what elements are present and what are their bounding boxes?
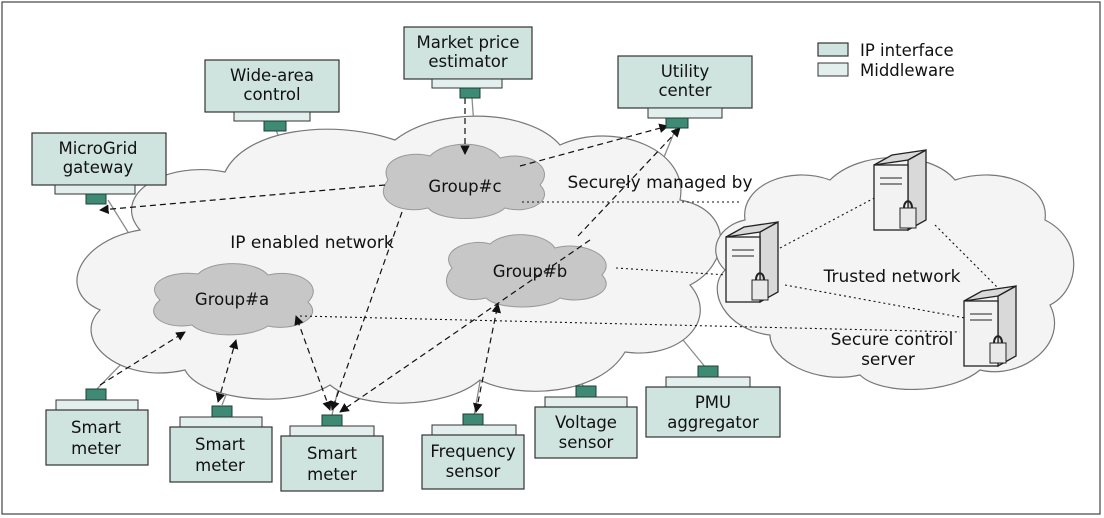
smart3-label-1: Smart <box>307 444 357 463</box>
pmu-label-1: PMU <box>695 393 731 412</box>
microgrid-gateway-node: MicroGrid gateway <box>31 132 167 205</box>
group-b-label: Group#b <box>493 262 568 281</box>
utility-center-node: Utility center <box>617 55 753 129</box>
frequency-label-1: Frequency <box>430 442 515 461</box>
voltage-label-2: sensor <box>559 433 614 452</box>
smart1-label-1: Smart <box>71 418 121 437</box>
wide-area-control-node: Wide-area control <box>204 59 340 132</box>
ip-network-label: IP enabled network <box>230 233 394 253</box>
legend: IP interface Middleware <box>817 41 955 80</box>
smart-meter-3-node: Smart meter <box>280 414 384 492</box>
voltage-sensor-node: Voltage sensor <box>534 385 638 459</box>
widearea-label-2: control <box>243 85 300 104</box>
microgrid-label-1: MicroGrid <box>58 139 137 158</box>
group-a-label: Group#a <box>195 290 269 309</box>
server-icon-left <box>725 220 779 304</box>
smart-meter-1-node: Smart meter <box>45 388 149 466</box>
legend-ip-label: IP interface <box>860 41 954 60</box>
server-icon-bottom <box>963 284 1017 368</box>
dashed-arrows <box>99 98 681 413</box>
trusted-network-label: Trusted network <box>823 267 961 287</box>
legend-middleware-swatch <box>817 62 849 77</box>
utility-label-2: center <box>658 81 711 100</box>
utility-label-1: Utility <box>661 62 710 81</box>
smart3-label-2: meter <box>307 465 357 484</box>
legend-middleware-label: Middleware <box>860 61 955 80</box>
server-icon-top <box>873 148 927 232</box>
smart2-label-2: meter <box>195 456 245 475</box>
group-c-cloud <box>382 143 546 219</box>
pmu-label-2: aggregator <box>667 413 759 432</box>
voltage-label-1: Voltage <box>555 413 617 432</box>
frequency-sensor-node: Frequency sensor <box>421 413 525 490</box>
group-b-cloud <box>446 234 607 308</box>
market-label-1: Market price <box>416 33 519 52</box>
secure-server-label-1: Secure control <box>831 330 954 350</box>
smart-meter-2-node: Smart meter <box>169 405 273 483</box>
group-a-cloud <box>153 263 314 336</box>
legend-ip-swatch <box>817 42 849 57</box>
widearea-label-1: Wide-area <box>230 66 314 85</box>
frequency-label-2: sensor <box>446 462 501 481</box>
group-c-label: Group#c <box>428 177 501 196</box>
secure-server-label-2: server <box>861 350 915 370</box>
smart2-label-1: Smart <box>195 435 245 454</box>
smart1-label-2: meter <box>71 439 121 458</box>
secure-links <box>299 194 1001 333</box>
pmu-aggregator-node: PMU aggregator <box>645 365 781 438</box>
microgrid-label-2: gateway <box>63 158 134 177</box>
market-price-estimator-node: Market price estimator <box>403 26 533 99</box>
market-label-2: estimator <box>428 52 508 71</box>
securely-managed-label: Securely managed by <box>567 173 752 193</box>
